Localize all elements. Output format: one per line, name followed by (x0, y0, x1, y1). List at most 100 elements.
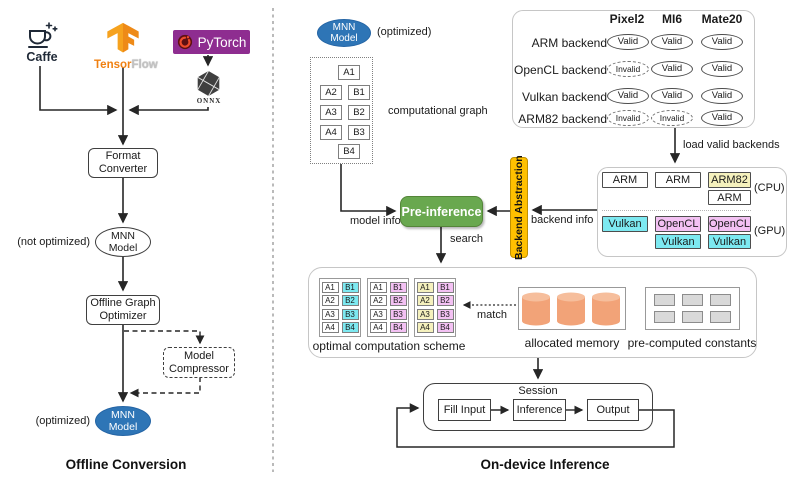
caffe-label: Caffe (26, 50, 58, 64)
scheme2-b1: B1 (389, 281, 407, 293)
scheme2-b2: B2 (389, 295, 407, 307)
format-converter-node: Format Converter (88, 148, 158, 178)
scheme2-a2: A2 (369, 295, 387, 307)
tensorflow-label-part2: Flow (131, 59, 158, 71)
match-label: match (477, 309, 507, 321)
fill-input-step: Fill Input (438, 399, 491, 421)
constant-block (654, 294, 675, 306)
scheme3-b2: B2 (436, 295, 454, 307)
scheme1-b1: B1 (341, 281, 359, 293)
scheme3-b3: B3 (436, 308, 454, 320)
table-row-opencl-label: OpenCL backend (514, 63, 607, 77)
scheme2-a3: A3 (369, 308, 387, 320)
scheme3-a3: A3 (416, 308, 434, 320)
constant-block (710, 294, 731, 306)
model-info-label: model info (350, 215, 401, 227)
search-label: search (450, 233, 484, 245)
validity-vulkan-mate20: Valid (701, 88, 743, 104)
constant-block (654, 311, 675, 323)
pytorch-label: PyTorch (197, 34, 247, 50)
tensorflow-icon (106, 22, 140, 55)
optimal-scheme-label: optimal computation scheme (312, 339, 466, 353)
backend-abstraction-box: Backend Abstraction (510, 155, 528, 260)
backend-vulkan-3: Vulkan (708, 234, 751, 249)
offline-arrows (39, 55, 214, 403)
table-col-mi6: MI6 (661, 12, 682, 26)
mnn-optimized-line2: Model (108, 421, 138, 433)
cpu-label: (CPU) (754, 182, 785, 194)
model-compressor-line2: Compressor (169, 362, 229, 375)
scheme1-b4: B4 (341, 322, 359, 334)
scheme2-b3: B3 (389, 308, 407, 320)
graph-cell-b2: B2 (348, 105, 370, 120)
mnn-model-line2: Model (108, 242, 138, 254)
scheme2-a4: A4 (369, 322, 387, 334)
validity-opencl-mi6: Valid (651, 61, 693, 77)
graph-optimizer-line1: Offline Graph (90, 297, 156, 309)
backend-opencl-1: OpenCL (655, 216, 701, 232)
mnn-model-line1: MNN (111, 230, 135, 242)
scheme-group-1: A1 B1 A2 B2 A3 B3 A4 B4 (319, 278, 361, 337)
pytorch-flame-icon (177, 34, 193, 50)
pre-computed-constants-label: pre-computed constants (627, 336, 757, 350)
mnn-input-line1: MNN (332, 21, 356, 33)
graph-cell-b3: B3 (348, 125, 370, 140)
scheme1-a4: A4 (321, 322, 339, 334)
memory-cylinders-icon (522, 292, 620, 326)
backend-arm-1: ARM (602, 172, 648, 188)
optimized-label-offline: (optimized) (35, 415, 90, 427)
output-step: Output (587, 399, 639, 421)
table-col-pixel2: Pixel2 (609, 12, 645, 26)
model-compressor-line1: Model (184, 349, 214, 362)
gpu-label: (GPU) (754, 225, 786, 237)
validity-arm-pixel2: Valid (607, 34, 649, 50)
onnx-label: ONNX (196, 97, 222, 105)
scheme2-a1: A1 (369, 281, 387, 293)
scheme1-a2: A2 (321, 295, 339, 307)
scheme3-a4: A4 (416, 322, 434, 334)
on-device-inference-caption: On-device Inference (480, 457, 610, 472)
backend-vulkan-2: Vulkan (655, 234, 701, 249)
pre-inference-box: Pre-inference (400, 196, 483, 227)
table-row-arm82-label: ARM82 backend (518, 112, 607, 126)
mnn-model-ellipse: MNN Model (95, 227, 151, 257)
model-compressor-node: Model Compressor (163, 347, 235, 378)
computational-graph-box: A1 A2 B1 A3 B2 A4 B3 B4 (310, 57, 373, 164)
runtime-resources-container (308, 267, 757, 358)
graph-cell-a4: A4 (320, 125, 342, 140)
backend-info-label: backend info (531, 214, 594, 226)
pre-computed-constants-box (645, 287, 740, 330)
scheme1-b2: B2 (341, 295, 359, 307)
mnn-input-line2: Model (330, 33, 358, 44)
mnn-model-input-ellipse: MNN Model (317, 19, 371, 47)
session-box (423, 383, 653, 431)
allocated-memory-label: allocated memory (524, 336, 620, 350)
computational-graph-label: computational graph (388, 105, 488, 117)
table-row-vulkan-label: Vulkan backend (522, 90, 607, 104)
offline-graph-optimizer-node: Offline Graph Optimizer (86, 295, 160, 325)
optimized-label-ondevice: (optimized) (377, 26, 432, 38)
load-valid-backends-label: load valid backends (683, 139, 780, 151)
constant-block (710, 311, 731, 323)
constant-block (682, 311, 703, 323)
validity-vulkan-mi6: Valid (651, 88, 693, 104)
backend-vulkan-1: Vulkan (602, 216, 648, 232)
tensorflow-label: TensorFlow (94, 55, 158, 73)
scheme3-b1: B1 (436, 281, 454, 293)
validity-arm82-mate20: Valid (701, 110, 743, 126)
validity-arm-mate20: Valid (701, 34, 743, 50)
session-title: Session (518, 385, 558, 397)
graph-cell-b4: B4 (338, 144, 360, 159)
scheme1-a1: A1 (321, 281, 339, 293)
tensorflow-label-part1: Tensor (94, 59, 132, 71)
onnx-icon (195, 70, 222, 97)
scheme-group-3: A1 B1 A2 B2 A3 B3 A4 B4 (414, 278, 456, 337)
format-converter-line2: Converter (98, 163, 148, 175)
backend-opencl-2: OpenCL (708, 216, 751, 232)
offline-conversion-caption: Offline Conversion (65, 457, 187, 472)
mnn-model-optimized-ellipse: MNN Model (95, 406, 151, 436)
cpu-gpu-divider (602, 210, 751, 211)
validity-arm82-mi6: Invalid (651, 110, 693, 126)
